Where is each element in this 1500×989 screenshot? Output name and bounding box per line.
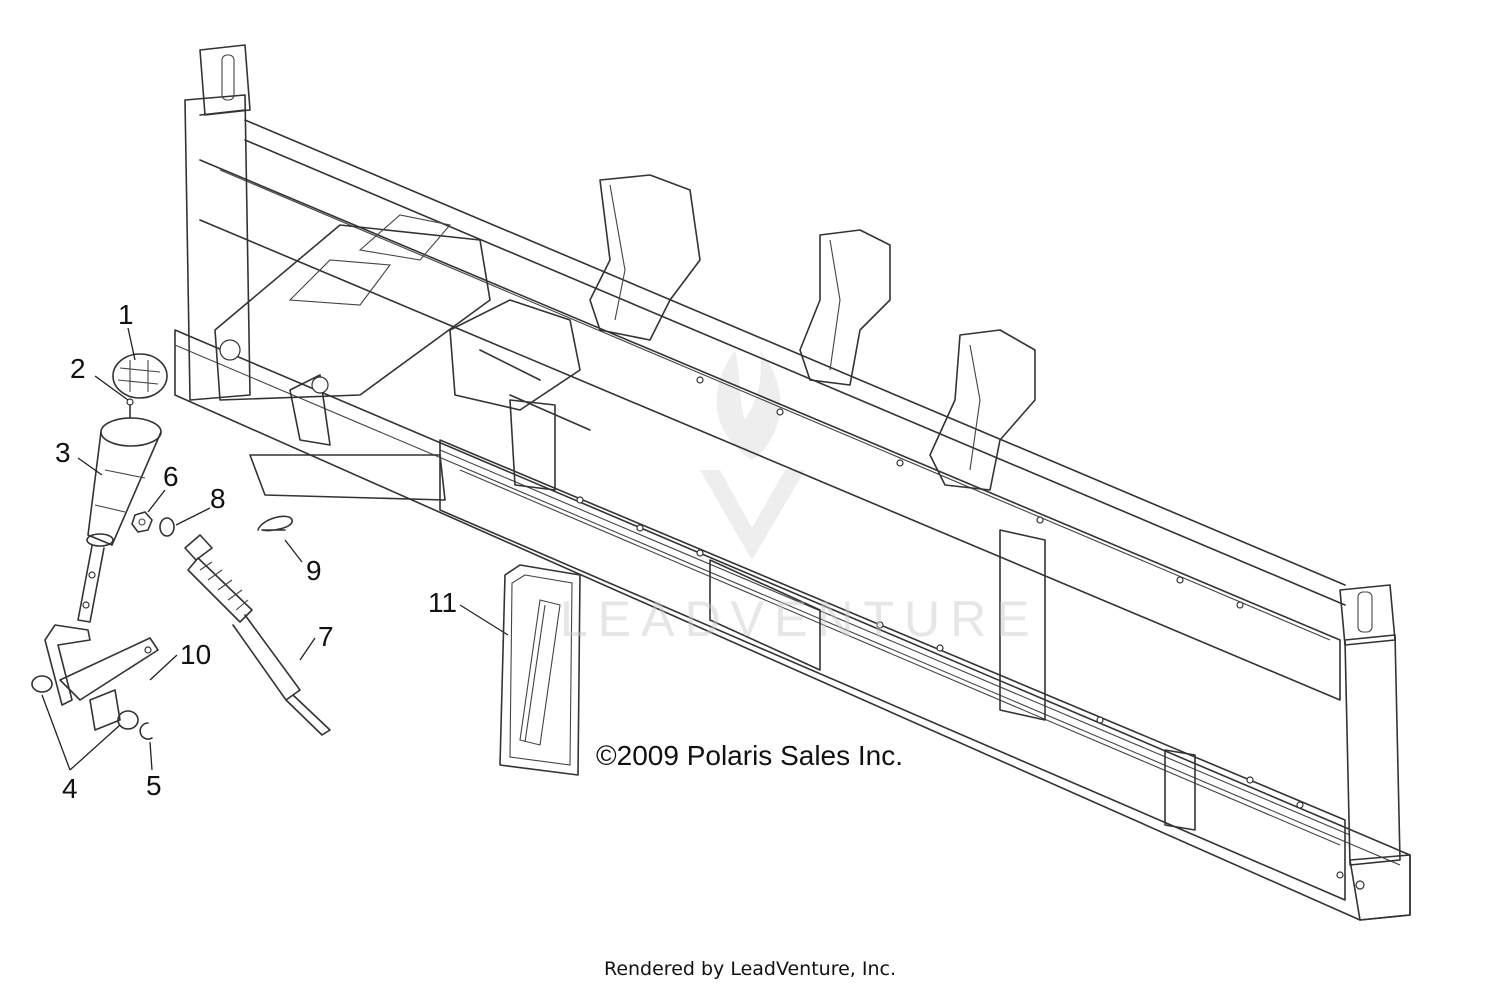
callout-6: 6	[163, 461, 179, 492]
callout-5: 5	[146, 770, 162, 801]
frame-main-rail	[174, 119, 1411, 921]
frame-mid-plates	[509, 399, 1196, 831]
frame-front-member	[214, 214, 591, 501]
part-8-washer	[159, 517, 175, 537]
part-11-panel	[499, 564, 581, 776]
callout-11: 11	[428, 587, 457, 618]
leader-lines	[41, 327, 509, 771]
part-1-knob-cap	[112, 353, 168, 399]
callouts: 1 2 3 4 5 6 7 8 9 10 11	[55, 299, 457, 804]
watermark-text: LEADVENTURE	[560, 591, 1040, 647]
callout-2: 2	[70, 353, 86, 384]
frame-left-post	[184, 44, 251, 401]
callout-7: 7	[318, 621, 334, 652]
part-2-screw	[126, 398, 134, 419]
seat-bracket-3	[929, 329, 1036, 491]
callout-1: 1	[118, 299, 134, 330]
part-3-shift-knob	[86, 417, 162, 547]
frame-right-post	[1339, 584, 1411, 921]
part-7-shift-cable	[184, 534, 331, 736]
part-5-clip	[139, 722, 153, 740]
copyright-notice: ©2009 Polaris Sales Inc.	[596, 740, 904, 771]
watermark-logo	[700, 350, 805, 560]
seat-bracket-2	[799, 229, 891, 386]
callout-3: 3	[55, 437, 71, 468]
footer-credit: Rendered by LeadVenture, Inc.	[603, 958, 897, 980]
frame-holes	[576, 376, 1365, 890]
callout-8: 8	[210, 483, 226, 514]
shift-lever-rod	[44, 545, 105, 706]
callout-4: 4	[62, 773, 78, 804]
part-6-nut	[131, 511, 153, 533]
callout-9: 9	[306, 555, 322, 586]
part-4-bushings	[31, 675, 139, 731]
callout-10: 10	[180, 639, 211, 670]
part-9-hairpin-clip	[257, 515, 293, 532]
seat-bracket-1	[589, 174, 701, 341]
part-10-shift-arm	[59, 637, 159, 701]
